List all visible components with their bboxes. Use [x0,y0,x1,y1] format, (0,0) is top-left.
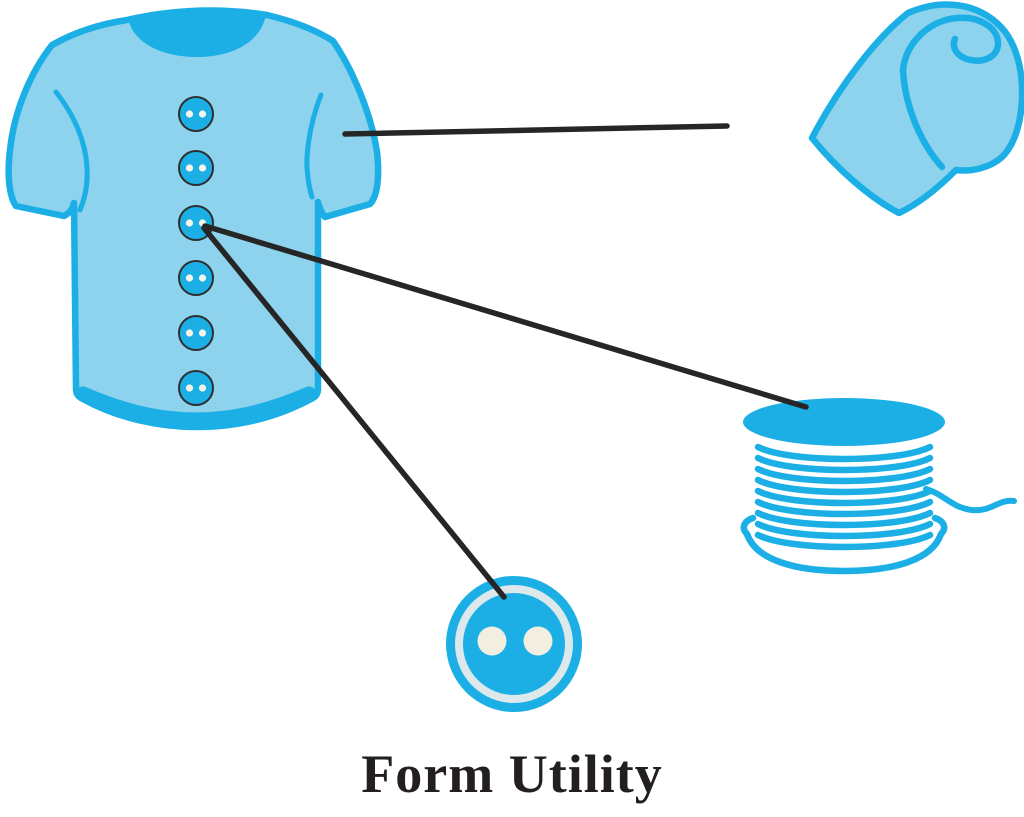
shirt-button [178,96,214,132]
shirt-button [178,370,214,406]
tshirt-seam-right [304,92,324,200]
button-hole-right [523,626,553,656]
thread-spool-icon [740,398,1017,575]
tshirt-icon [5,7,382,431]
shirt-button [178,315,214,351]
shirt-button [178,260,214,296]
button-hole-left [477,626,507,656]
tshirt-collar [128,8,266,57]
tshirt-seam-left [53,89,90,213]
button-icon [446,576,582,712]
button-face [463,593,565,695]
bolt-spiral [899,14,1002,74]
connector-shirt-to-fabric [342,123,730,137]
tshirt-hem [75,386,317,428]
connector-button-to-spool [202,223,809,410]
thread-tail [923,486,1017,514]
connector-button-to-button [201,225,507,600]
spool-base [740,514,948,575]
fabric-bolt-icon [808,1,1024,217]
shirt-button [178,150,214,186]
diagram-title: Form Utility [361,744,663,804]
thread-wraps [754,443,934,551]
spool-top [743,398,945,446]
bolt-seam [899,66,946,171]
connectors [201,123,809,600]
